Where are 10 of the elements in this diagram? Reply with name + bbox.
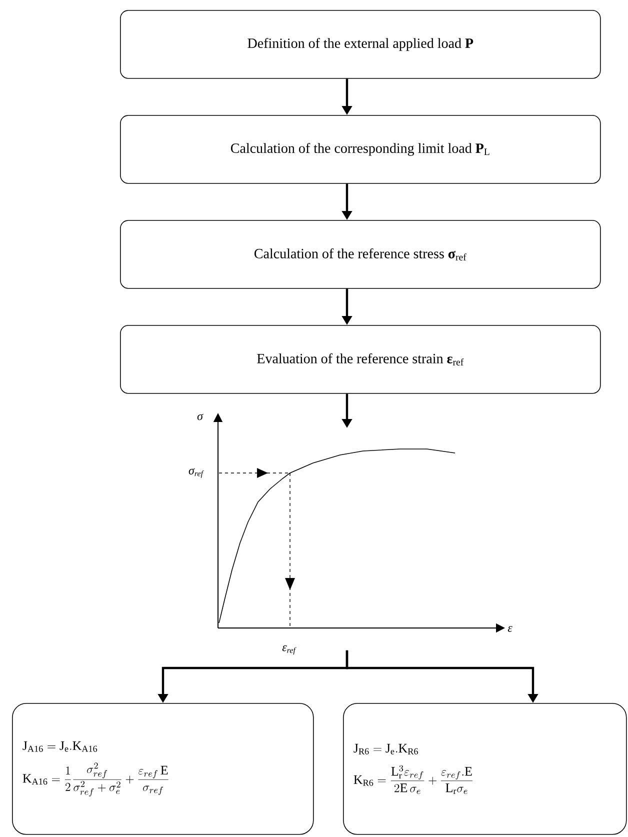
axis-label: ε xyxy=(508,626,512,632)
axis-label: σ xyxy=(197,414,204,420)
axis-label: σ$_{ref}$ xyxy=(188,468,204,478)
process-box: Evaluation of the reference strain ε$_{ref}$ xyxy=(120,325,601,394)
formula-box: $\mathrm{J}_{\mathrm{R6}} = \mathrm{J}_{\mathrm{e}}.\mathrm{K}_{\mathrm{R6}}$ $\mathrm{K}_{\mathrm{R6}}=\frac{\mathrm{L}_{\mathrm{r}}^{3}\varepsilon_{ref}}{2\mathrm{E}\,\sigma_{e}}+\frac{\varepsilon_{ref}.\mathrm{E}}{\mathrm{L}_{\mathrm{r}}\sigma_{e}}$ xyxy=(343,703,627,835)
formula-box: $\mathrm{J}_{\mathrm{A16}} = \mathrm{J}_{\mathrm{e}}.\mathrm{K}_{\mathrm{A16}}$ $\mathrm{K}_{\mathrm{A16}}=\frac{1}{2}\frac{\sigma_{ref}^{2}}{\sigma_{ref}^{2}+\sigma_{e}^{2}}+\frac{\varepsilon_{ref}\,\mathrm{E}}{\sigma_{ref}}$ xyxy=(12,703,314,835)
process-box: Calculation of the corresponding limit load P$_{L}$ xyxy=(120,115,601,184)
process-box: Definition of the external applied load P xyxy=(120,10,601,79)
process-box: Calculation of the reference stress σ$_{ref}$ xyxy=(120,220,601,289)
axis-label: ε$_{ref}$ xyxy=(282,645,296,655)
